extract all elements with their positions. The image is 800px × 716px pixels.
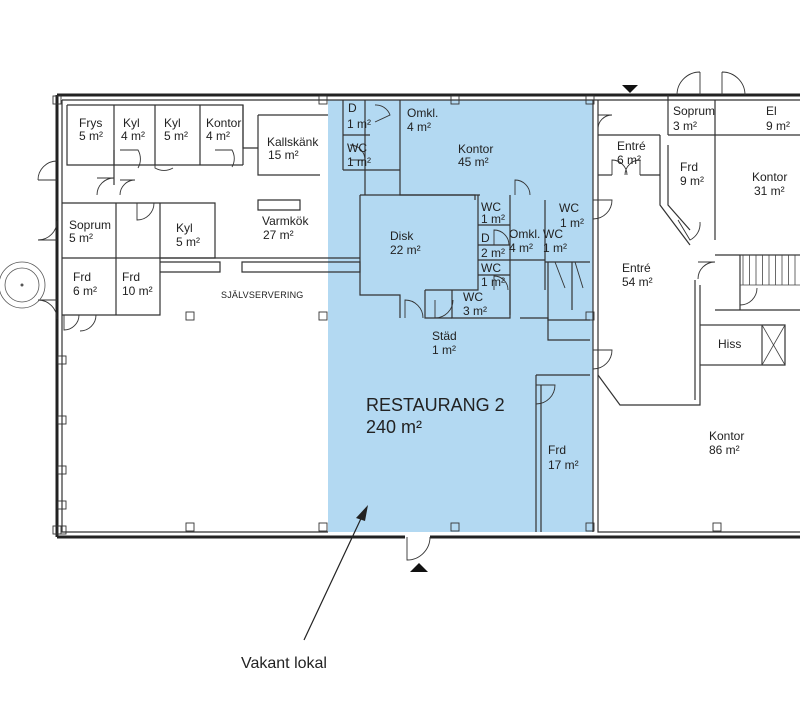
label-kontor86-name: Kontor [709, 429, 744, 443]
stairs [740, 254, 800, 286]
label-omkl-top-name: Omkl. [407, 106, 438, 120]
label-frd6-name: Frd [73, 270, 91, 284]
column [52, 95, 62, 105]
label-kontor31-area: 31 m² [754, 184, 785, 198]
restaurang-2-highlight [328, 100, 593, 532]
label-stad-area: 1 m² [432, 343, 456, 357]
column [585, 311, 595, 321]
annotation-arrow [303, 505, 368, 641]
label-kyl1-area: 4 m² [121, 129, 145, 143]
label-d-mid-area: 2 m² [481, 246, 505, 260]
entrance-arrow-top [622, 85, 638, 93]
label-frys-area: 5 m² [79, 129, 103, 143]
label-wc-top-name: WC [347, 141, 367, 155]
annotation-vakant-lokal: Vakant lokal [241, 655, 327, 672]
label-wc-a-name: WC [481, 200, 501, 214]
label-d-top-area: 1 m² [347, 117, 371, 131]
column [185, 311, 195, 321]
label-sjalvservering: SJÄLVSERVERING [221, 290, 304, 300]
label-frd17-area: 17 m² [548, 458, 579, 472]
column [57, 415, 67, 425]
label-kontor-small-area: 4 m² [206, 129, 230, 143]
column [57, 500, 67, 510]
label-omkl-top-area: 4 m² [407, 120, 431, 134]
label-wc-d-area: 1 m² [481, 275, 505, 289]
label-omkl-mid-name: Omkl. [509, 227, 540, 241]
column [185, 522, 195, 532]
label-varmkok-area: 27 m² [263, 228, 294, 242]
label-kyl2-area: 5 m² [164, 129, 188, 143]
label-soprum-left-name: Soprum [69, 218, 111, 232]
label-wc-b-area: 1 m² [543, 241, 567, 255]
columns [52, 95, 722, 535]
label-stad-name: Städ [432, 329, 457, 343]
label-disk-area: 22 m² [390, 243, 421, 257]
column [585, 95, 595, 105]
label-wc-b-name: WC [543, 227, 563, 241]
column [318, 311, 328, 321]
column [712, 522, 722, 532]
column [57, 525, 67, 535]
label-kyl1-name: Kyl [123, 116, 140, 130]
label-wc-top-area: 1 m² [347, 155, 371, 169]
column [318, 522, 328, 532]
label-frd10-name: Frd [122, 270, 140, 284]
label-wc-c-name: WC [559, 201, 579, 215]
label-entre54-name: Entré [622, 261, 651, 275]
core-walls [342, 100, 590, 532]
label-kyl3-name: Kyl [176, 221, 193, 235]
label-entre54-area: 54 m² [622, 275, 653, 289]
label-varmkok-name: Varmkök [262, 214, 309, 228]
label-d-top-name: D [348, 101, 357, 115]
column [57, 465, 67, 475]
column [318, 95, 328, 105]
label-kontor86-area: 86 m² [709, 443, 740, 457]
column [450, 522, 460, 532]
label-omkl-mid-area: 4 m² [509, 241, 533, 255]
label-kontor31-name: Kontor [752, 170, 787, 184]
label-kyl3-area: 5 m² [176, 235, 200, 249]
label-frys-name: Frys [79, 116, 102, 130]
label-frd9-area: 9 m² [680, 174, 704, 188]
room-labels: Frys 5 m² Kyl 4 m² Kyl 5 m² Kontor 4 m² … [69, 101, 790, 472]
left-rooms-walls [62, 104, 361, 316]
label-soprum-left-area: 5 m² [69, 231, 93, 245]
label-restaurang-area: 240 m² [366, 417, 422, 437]
label-entre6-name: Entré [617, 139, 646, 153]
label-wc-c-area: 1 m² [560, 216, 584, 230]
label-el-area: 9 m² [766, 119, 790, 133]
entrance-arrow-bottom [410, 563, 428, 572]
label-el-name: El [766, 104, 777, 118]
label-frd6-area: 6 m² [73, 284, 97, 298]
column [52, 525, 62, 535]
label-restaurang-name: RESTAURANG 2 [366, 395, 505, 415]
label-wc-d-name: WC [481, 261, 501, 275]
label-kallskank-area: 15 m² [268, 148, 299, 162]
column [57, 355, 67, 365]
circle-symbol-icon [0, 261, 46, 309]
column [585, 522, 595, 532]
elevator-shaft [700, 324, 786, 366]
label-hiss: Hiss [718, 337, 741, 351]
label-wc-e-area: 3 m² [463, 304, 487, 318]
label-frd10-area: 10 m² [122, 284, 153, 298]
doors [37, 71, 758, 561]
label-kyl2-name: Kyl [164, 116, 181, 130]
label-frd9-name: Frd [680, 160, 698, 174]
label-kontor45-area: 45 m² [458, 155, 489, 169]
label-d-mid-name: D [481, 231, 490, 245]
label-kallskank-name: Kallskänk [267, 135, 319, 149]
label-disk-name: Disk [390, 229, 414, 243]
label-frd17-name: Frd [548, 443, 566, 457]
label-kontor-small-name: Kontor [206, 116, 241, 130]
label-kontor45-name: Kontor [458, 142, 493, 156]
label-wc-e-name: WC [463, 290, 483, 304]
label-wc-a-area: 1 m² [481, 212, 505, 226]
label-soprum-right-area: 3 m² [673, 119, 697, 133]
label-entre6-area: 6 m² [617, 153, 641, 167]
label-soprum-right-name: Soprum [673, 104, 715, 118]
column [450, 95, 460, 105]
